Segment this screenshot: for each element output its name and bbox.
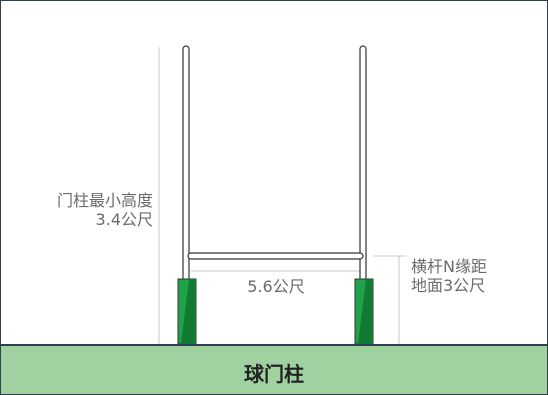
width-label: 5.6公尺	[247, 277, 305, 296]
crossbar-label-line1: 横杆N缘距	[411, 257, 487, 276]
right-goal-post	[359, 45, 367, 282]
crossbar	[187, 252, 364, 260]
left-goal-post	[182, 45, 190, 282]
crossbar-label-line2: 地面3公尺	[411, 276, 486, 295]
ground-label: 球门柱	[244, 362, 304, 386]
left-post-pad	[177, 278, 197, 345]
ground-bar: 球门柱	[1, 344, 547, 394]
post-height-label: 门柱最小高度 3.4公尺	[21, 191, 153, 229]
post-height-label-line1: 门柱最小高度	[56, 191, 153, 210]
crossbar-height-label: 横杆N缘距 地面3公尺	[411, 257, 531, 295]
post-height-label-line2: 3.4公尺	[95, 210, 153, 229]
